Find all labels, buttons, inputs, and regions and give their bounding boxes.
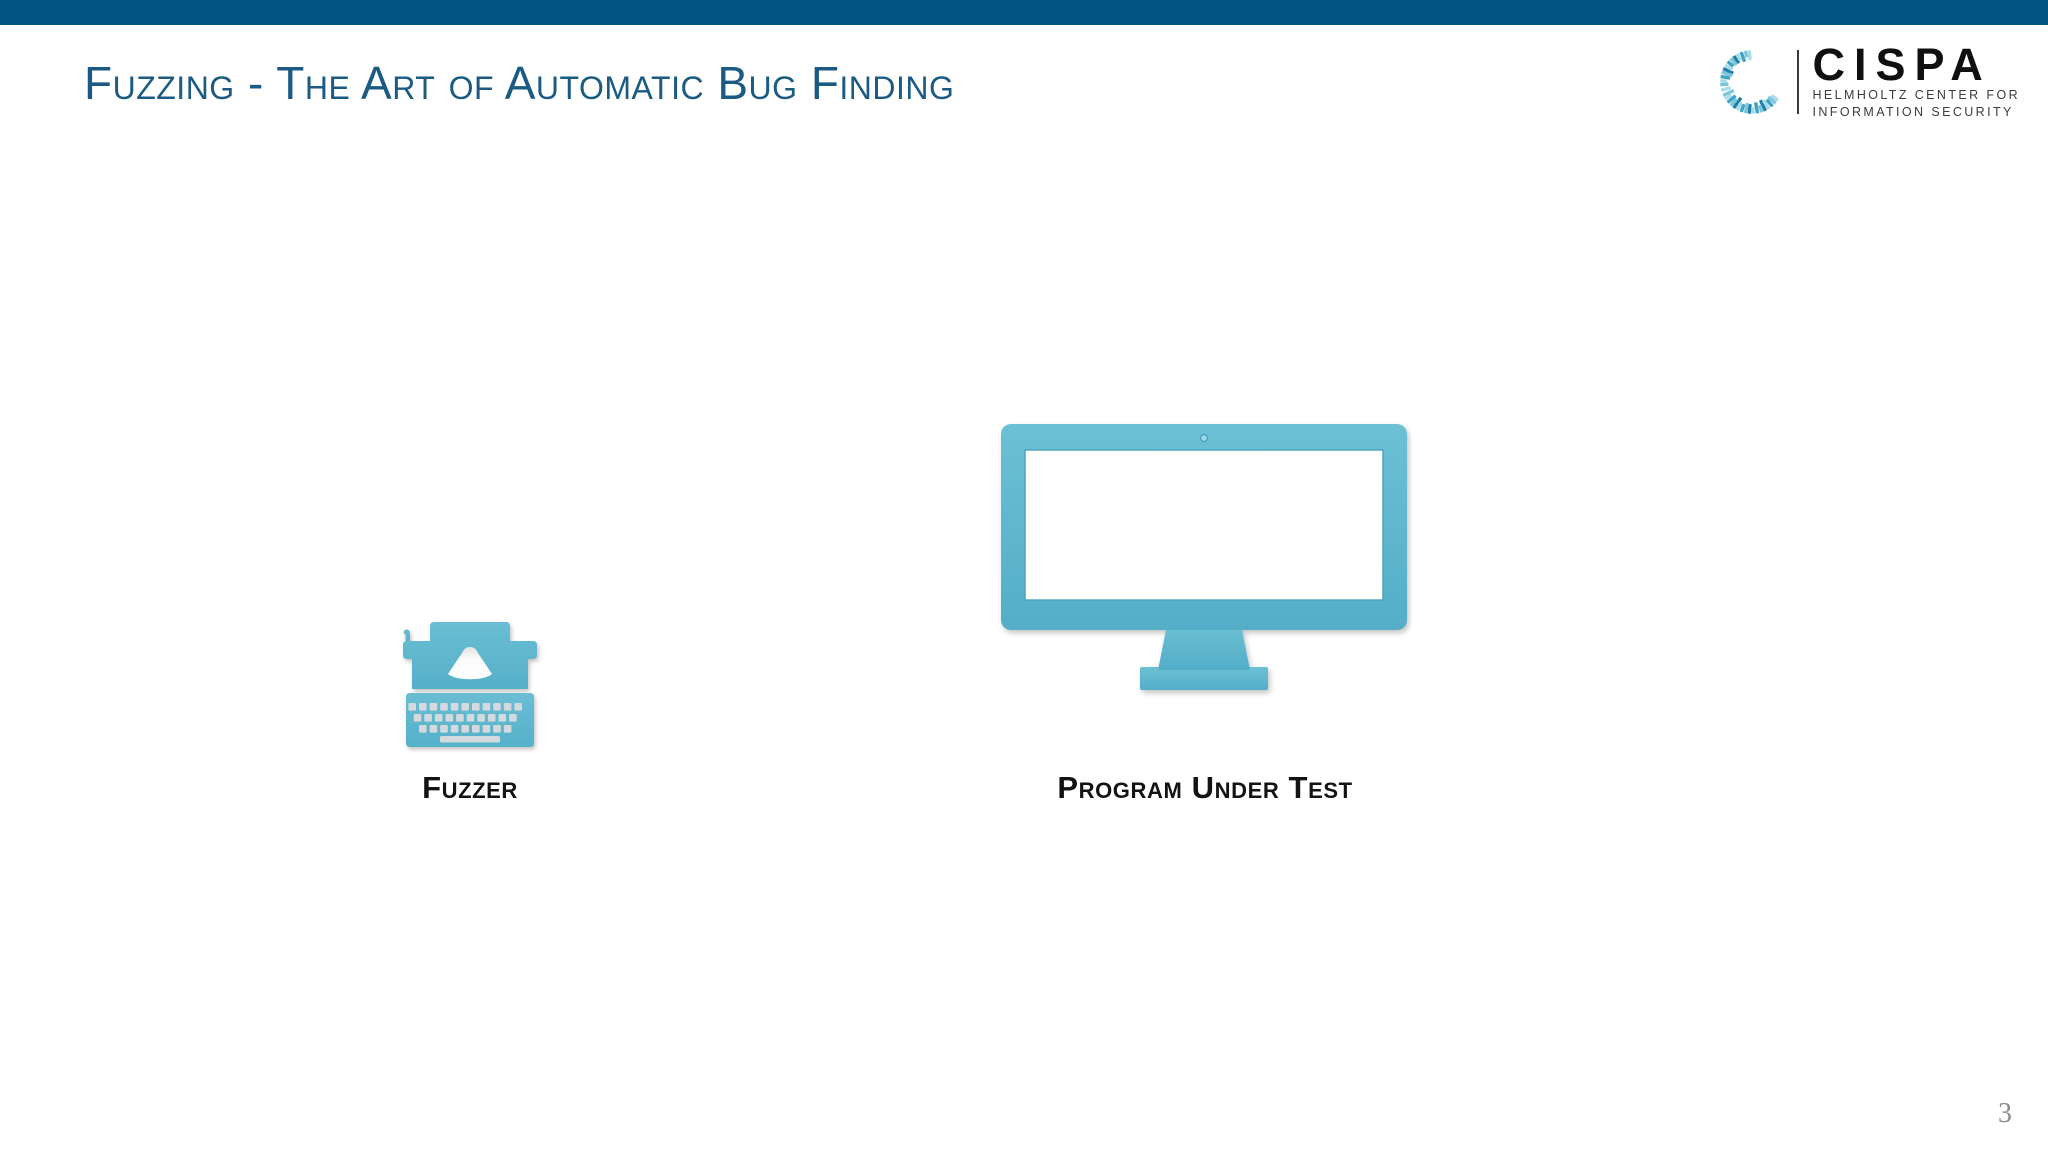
page-number: 3 xyxy=(1998,1098,2012,1129)
logo-divider xyxy=(1796,50,1799,114)
typewriter-spacebar xyxy=(440,736,500,743)
desktop-monitor-icon xyxy=(1001,424,1407,690)
page-title: Fuzzing - The Art of Automatic Bug Findi… xyxy=(84,57,955,109)
typewriter-icon xyxy=(403,622,537,747)
program-under-test-caption: Program Under Test xyxy=(1057,770,1353,805)
cispa-c-ring-icon xyxy=(1719,50,1779,114)
typewriter-paper xyxy=(448,647,492,680)
monitor-base xyxy=(1140,667,1268,690)
logo-tagline-line-2: INFORMATION SECURITY xyxy=(1812,105,2014,120)
logo-wordmark: CISPA xyxy=(1812,38,1992,90)
logo-tagline-line-1: HELMHOLTZ CENTER FOR xyxy=(1812,87,2020,102)
monitor-stand xyxy=(1158,625,1250,670)
fuzzer-caption: Fuzzer xyxy=(422,770,518,805)
typewriter-keys xyxy=(408,703,522,733)
logo-text-block: CISPA HELMHOLTZ CENTER FOR INFORMATION S… xyxy=(1812,38,2021,122)
typewriter-lever xyxy=(403,629,410,644)
monitor-webcam-icon xyxy=(1200,434,1208,442)
monitor-screen xyxy=(1024,449,1384,601)
cispa-logo: CISPA HELMHOLTZ CENTER FOR INFORMATION S… xyxy=(1715,42,2021,122)
top-accent-bar xyxy=(0,0,2048,25)
